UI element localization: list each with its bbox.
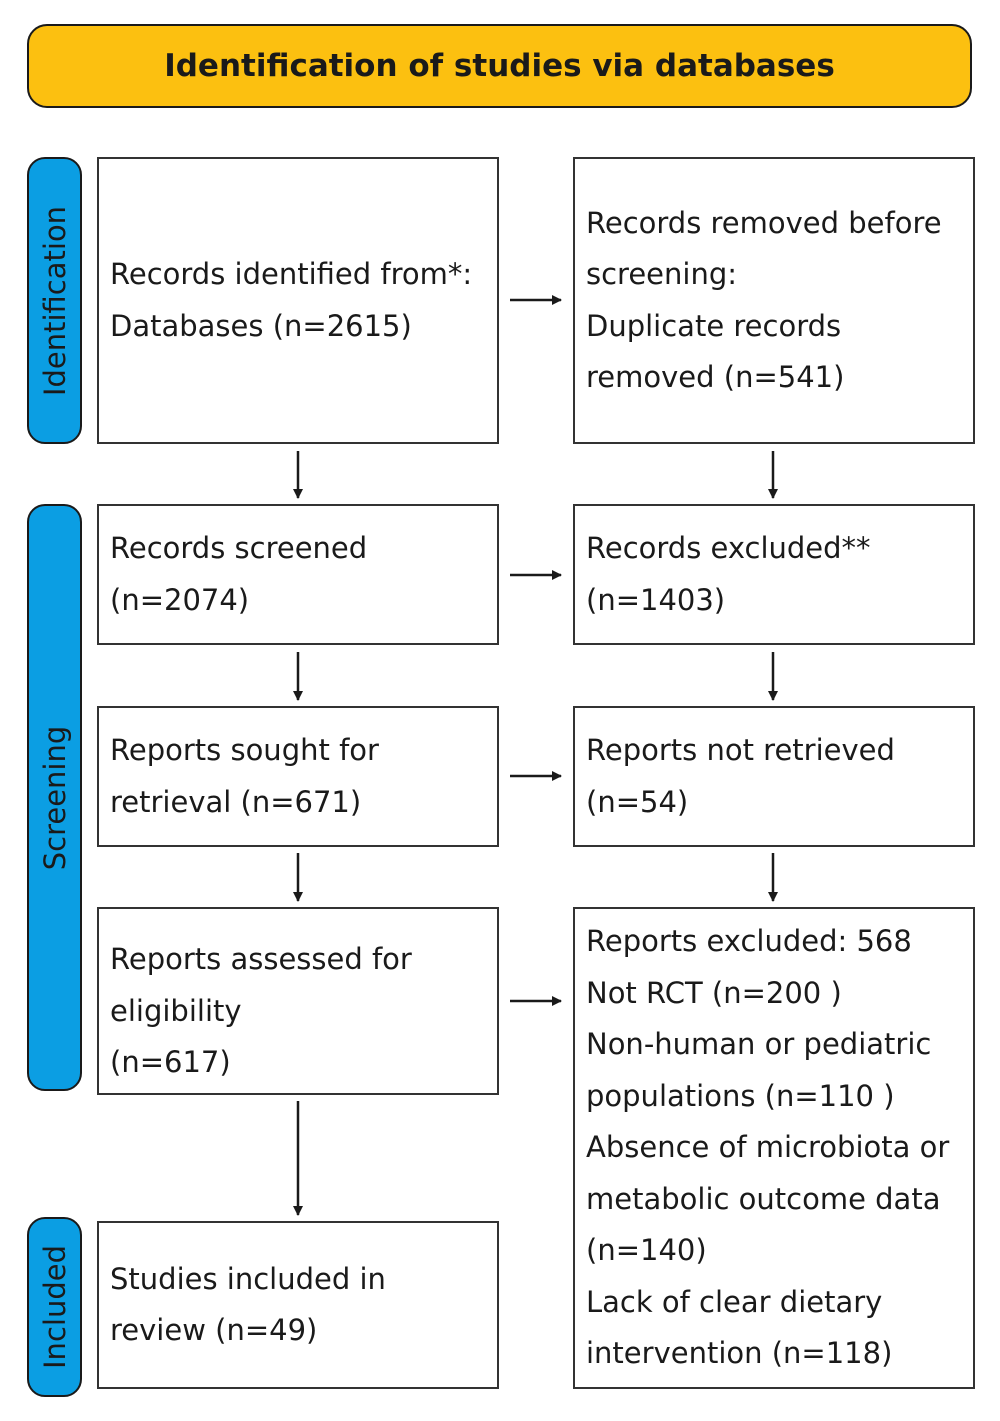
phase-included: Included xyxy=(27,1217,82,1397)
box-line: Reports assessed for xyxy=(110,942,412,976)
reports-excluded-box: Reports excluded: 568 Not RCT (n=200 ) N… xyxy=(573,907,975,1389)
box-line: metabolic outcome data xyxy=(586,1181,941,1216)
box-line: (n=54) xyxy=(586,784,689,819)
records-excluded-box: Records excluded** (n=1403) xyxy=(573,504,975,645)
reports-not-retrieved-box: Reports not retrieved (n=54) xyxy=(573,706,975,847)
reports-sought-box: Reports sought for retrieval (n=671) xyxy=(97,706,499,847)
box-line: eligibility xyxy=(110,993,242,1028)
box-line: Records excluded** xyxy=(586,531,871,565)
records-removed-box: Records removed before screening: Duplic… xyxy=(573,157,975,444)
header-title: Identification of studies via databases xyxy=(164,48,835,84)
box-line: review (n=49) xyxy=(110,1313,318,1347)
box-line: populations (n=110 ) xyxy=(586,1078,895,1113)
box-line: Non-human or pediatric xyxy=(586,1027,932,1062)
box-line: Lack of clear dietary xyxy=(586,1284,883,1319)
box-line: (n=1403) xyxy=(586,582,726,617)
box-line: Reports excluded: 568 xyxy=(586,924,912,959)
box-line: screening: xyxy=(586,257,738,291)
box-line: Not RCT (n=200 ) xyxy=(586,975,842,1010)
box-line: intervention (n=118) xyxy=(586,1336,893,1371)
box-line: Reports not retrieved xyxy=(586,733,895,767)
box-line: removed (n=541) xyxy=(586,360,845,394)
reports-assessed-box: Reports assessed for eligibility (n=617) xyxy=(97,907,499,1095)
box-line: Studies included in xyxy=(110,1261,386,1296)
box-line: (n=140) xyxy=(586,1233,707,1268)
box-line: Records removed before xyxy=(586,205,942,240)
header-banner: Identification of studies via databases xyxy=(27,24,972,108)
box-line: (n=2074) xyxy=(110,582,250,617)
phase-screening: Screening xyxy=(27,504,82,1091)
box-line: Records screened xyxy=(110,531,368,565)
box-line: (n=617) xyxy=(110,1045,231,1079)
box-line: Records identified from*: xyxy=(110,257,473,291)
records-screened-box: Records screened (n=2074) xyxy=(97,504,499,645)
box-line: Duplicate records xyxy=(586,308,842,343)
box-line: Databases (n=2615) xyxy=(110,308,412,343)
records-identified-box: Records identified from*: Databases (n=2… xyxy=(97,157,499,444)
box-line: Absence of microbiota or xyxy=(586,1130,950,1165)
box-line: Reports sought for xyxy=(110,733,379,767)
box-line: retrieval (n=671) xyxy=(110,784,362,819)
studies-included-box: Studies included in review (n=49) xyxy=(97,1221,499,1389)
phase-identification: Identification xyxy=(27,157,82,444)
